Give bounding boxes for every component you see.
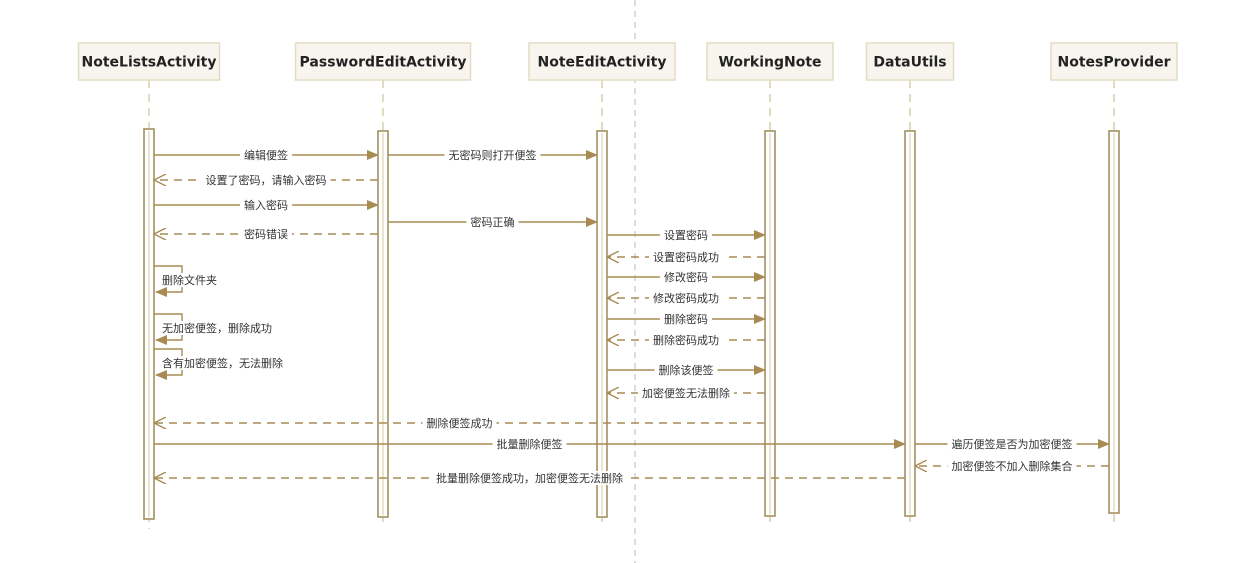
- participant-data-utils: DataUtils: [865, 42, 955, 81]
- message-return: 加密便签不加入删除集合: [915, 459, 1109, 473]
- message-call: 批量删除便签: [154, 437, 906, 451]
- message-label: 输入密码: [244, 198, 288, 212]
- message-label: 加密便签不加入删除集合: [952, 459, 1073, 473]
- activation-bar-note-edit-activity: [596, 130, 608, 518]
- message-return: 加密便签无法删除: [607, 386, 765, 400]
- participant-note-edit-activity: NoteEditActivity: [528, 42, 676, 81]
- message-return: 修改密码成功: [607, 291, 765, 305]
- message-call: 删除该便签: [607, 363, 766, 377]
- message-self-call: 删除文件夹: [154, 265, 220, 297]
- message-label: 含有加密便签，无法删除: [162, 356, 283, 370]
- message-return: 设置密码成功: [607, 250, 765, 264]
- participant-working-note: WorkingNote: [706, 42, 834, 81]
- participant-label: DataUtils: [873, 55, 946, 71]
- activation-bar-password-edit-activity: [377, 130, 389, 518]
- message-self-call: 含有加密便签，无法删除: [154, 348, 286, 380]
- message-label: 删除密码成功: [653, 333, 719, 347]
- message-return: 设置了密码，请输入密码: [154, 173, 378, 187]
- participant-label: NoteEditActivity: [538, 55, 667, 71]
- message-label: 修改密码成功: [653, 291, 719, 305]
- participant-label: NotesProvider: [1058, 55, 1171, 71]
- message-label: 删除密码: [664, 312, 708, 326]
- message-return: 密码错误: [154, 227, 378, 241]
- message-label: 删除文件夹: [162, 273, 217, 287]
- message-label: 无加密便签，删除成功: [162, 321, 272, 335]
- message-label: 删除便签成功: [427, 416, 493, 430]
- message-call: 修改密码: [607, 270, 766, 284]
- message-label: 遍历便签是否为加密便签: [952, 437, 1073, 451]
- activation-bars: [143, 128, 1120, 520]
- message-call: 无密码则打开便签: [388, 148, 598, 162]
- message-return: 删除便签成功: [154, 416, 765, 430]
- participant-label: WorkingNote: [718, 55, 821, 71]
- participant-label: NoteListsActivity: [82, 55, 217, 71]
- message-return: 删除密码成功: [607, 333, 765, 347]
- participant-label: PasswordEditActivity: [300, 55, 467, 71]
- message-label: 删除该便签: [659, 363, 714, 377]
- message-label: 无密码则打开便签: [449, 148, 537, 162]
- participant-note-lists-activity: NoteListsActivity: [77, 42, 221, 81]
- message-label: 修改密码: [664, 270, 708, 284]
- message-label: 批量删除便签成功，加密便签无法删除: [436, 471, 623, 485]
- message-label: 设置密码: [664, 228, 708, 242]
- message-self-call: 无加密便签，删除成功: [154, 313, 275, 345]
- message-label: 加密便签无法删除: [642, 386, 730, 400]
- message-label: 设置密码成功: [653, 250, 719, 264]
- message-label: 密码正确: [471, 215, 515, 229]
- activation-bar-notes-provider: [1108, 130, 1120, 514]
- message-label: 设置了密码，请输入密码: [206, 173, 327, 187]
- message-call: 编辑便签: [154, 148, 379, 162]
- activation-bar-data-utils: [904, 130, 916, 517]
- message-label: 编辑便签: [244, 148, 288, 162]
- participant-password-edit-activity: PasswordEditActivity: [294, 42, 472, 81]
- message-call: 遍历便签是否为加密便签: [915, 437, 1110, 451]
- activation-bar-note-lists-activity: [143, 128, 155, 520]
- message-call: 设置密码: [607, 228, 766, 242]
- message-call: 删除密码: [607, 312, 766, 326]
- message-call: 密码正确: [388, 215, 598, 229]
- message-label: 批量删除便签: [497, 437, 563, 451]
- participant-notes-provider: NotesProvider: [1050, 42, 1178, 81]
- activation-bar-working-note: [764, 130, 776, 517]
- message-call: 输入密码: [154, 198, 379, 212]
- message-return: 批量删除便签成功，加密便签无法删除: [154, 471, 905, 485]
- participants: NoteListsActivity PasswordEditActivity Not…: [77, 42, 1178, 81]
- message-label: 密码错误: [244, 227, 288, 241]
